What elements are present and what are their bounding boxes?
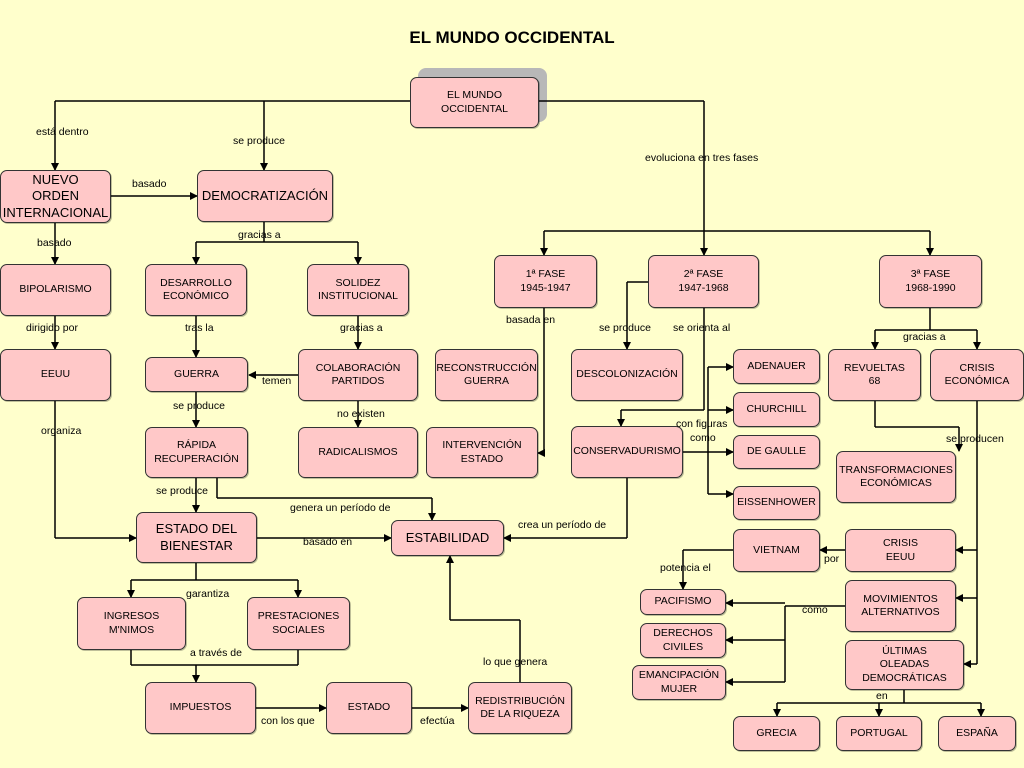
node-fase-2: 2ª FASE 1947-1968: [648, 255, 759, 308]
node-nuevo-orden: NUEVO ORDEN INTERNACIONAL: [0, 170, 111, 223]
node-prestaciones-sociales: PRESTACIONES SOCIALES: [247, 597, 350, 650]
link-label: potencia el: [660, 562, 711, 574]
node-bipolarismo: BIPOLARISMO: [0, 264, 111, 316]
link-label: como: [690, 432, 716, 444]
node-intervencion-estado: INTERVENCIÓN ESTADO: [426, 427, 538, 478]
node-vietnam: VIETNAM: [733, 529, 820, 572]
link-label: en: [876, 690, 888, 702]
link-label: se produce: [233, 135, 285, 147]
node-portugal: PORTUGAL: [836, 716, 922, 751]
link-label: gracias a: [340, 322, 383, 334]
link-label: temen: [262, 375, 292, 387]
node-pacifismo: PACIFISMO: [640, 589, 726, 615]
node-espana: ESPAÑA: [938, 716, 1016, 751]
link-label: basado: [132, 178, 167, 190]
node-redistribucion-riqueza: REDISTRIBUCIÓN DE LA RIQUEZA: [468, 682, 572, 734]
link-label: garantiza: [186, 588, 230, 600]
link-label: con los que: [261, 715, 315, 727]
node-estabilidad: ESTABILIDAD: [391, 520, 504, 556]
node-ultimas-oleadas: ÚLTIMAS OLEADAS DEMOCRÁTICAS: [845, 640, 964, 690]
node-estado: ESTADO: [326, 682, 412, 734]
node-fase-1: 1ª FASE 1945-1947: [494, 255, 597, 308]
node-crisis-economica: CRISIS ECONÓMICA: [930, 349, 1024, 401]
link-label: se produce: [173, 400, 225, 412]
node-rapida-recuperacion: RÁPIDA RECUPERACIÓN: [145, 427, 248, 478]
link-label: se produce: [599, 322, 651, 334]
link-label: organiza: [41, 425, 82, 437]
link-label: evoluciona en tres fases: [645, 152, 759, 164]
node-movimientos-alternativos: MOVIMIENTOS ALTERNATIVOS: [845, 580, 956, 632]
node-de-gaulle: DE GAULLE: [733, 435, 820, 469]
node-estado-del-bienestar: ESTADO DEL BIENESTAR: [136, 512, 257, 563]
node-eissenhower: EISSENHOWER: [733, 486, 820, 520]
link-label: efectúa: [420, 715, 455, 727]
node-impuestos: IMPUESTOS: [145, 682, 256, 734]
node-democratizacion: DEMOCRATIZACIÓN: [197, 170, 333, 222]
link-label: por: [824, 553, 840, 565]
link-label: gracias a: [903, 331, 946, 343]
link-label: se produce: [156, 485, 208, 497]
node-adenauer: ADENAUER: [733, 349, 820, 384]
node-derechos-civiles: DERECHOS CIVILES: [640, 623, 726, 658]
node-revueltas-68: REVUELTAS 68: [828, 349, 921, 401]
link-label: como: [802, 604, 828, 616]
node-fase-3: 3ª FASE 1968-1990: [879, 255, 982, 308]
link-label: lo que genera: [483, 656, 548, 668]
node-ingresos-minimos: INGRESOS M'NIMOS: [77, 597, 186, 650]
node-solidez-institucional: SOLIDEZ INSTITUCIONAL: [307, 264, 409, 316]
node-transformaciones-economicas: TRANSFORMACIONES ECONÓMICAS: [836, 451, 956, 503]
link-label: basado en: [303, 536, 353, 548]
node-guerra: GUERRA: [145, 357, 248, 392]
node-desarrollo-economico: DESARROLLO ECONÓMICO: [145, 264, 247, 316]
diagram-title: EL MUNDO OCCIDENTAL: [409, 28, 615, 47]
link-label: se producen: [946, 433, 1004, 445]
node-conservadurismo: CONSERVADURISMO: [571, 426, 683, 478]
node-grecia: GRECIA: [733, 716, 820, 751]
link-label: gracias a: [238, 229, 281, 241]
link-label: genera un período de: [290, 502, 391, 514]
node-colaboracion-partidos: COLABORACIÓN PARTIDOS: [298, 349, 418, 401]
link-label: a través de: [190, 647, 242, 659]
link-label: con figuras: [676, 418, 728, 430]
node-eeuu: EEUU: [0, 349, 111, 401]
node-root: EL MUNDO OCCIDENTAL: [410, 77, 539, 128]
link-label: está dentro: [36, 126, 89, 138]
node-radicalismos: RADICALISMOS: [298, 427, 418, 478]
node-reconstruccion-guerra: RECONSTRUCCIÓN GUERRA: [435, 349, 538, 401]
link-label: no existen: [337, 408, 385, 420]
node-crisis-eeuu: CRISIS EEUU: [845, 529, 956, 572]
node-churchill: CHURCHILL: [733, 392, 820, 427]
node-descolonizacion: DESCOLONIZACIÓN: [571, 349, 683, 401]
link-label: tras la: [185, 322, 214, 334]
link-label: basado: [37, 237, 72, 249]
link-label: se orienta al: [673, 322, 731, 334]
link-label: dirigido por: [26, 322, 78, 334]
link-label: basada en: [506, 314, 556, 326]
link-label: crea un período de: [518, 519, 607, 531]
node-emancipacion-mujer: EMANCIPACIÓN MUJER: [632, 665, 726, 700]
